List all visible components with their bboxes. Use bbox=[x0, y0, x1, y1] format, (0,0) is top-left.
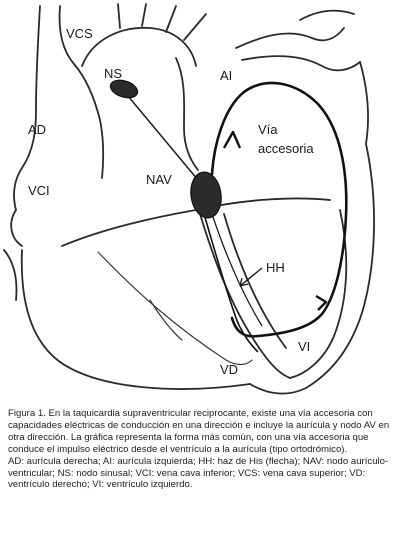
vci-lower-wall bbox=[3, 249, 18, 301]
vcs-right-wall bbox=[58, 5, 101, 121]
right-atrium-wall bbox=[99, 119, 105, 179]
av-node bbox=[190, 171, 222, 219]
heart-diagram-svg: VCS NS AI AD Vía accesoria NAV VCI HH VI… bbox=[3, 3, 375, 395]
accessory-pathway-loop bbox=[210, 81, 348, 338]
figure-caption: Figura 1. En la taquicardia supraventric… bbox=[8, 408, 394, 491]
label-vcs: VCS bbox=[66, 26, 93, 41]
heart-outline bbox=[3, 3, 375, 395]
label-via-line1: Vía bbox=[258, 122, 278, 137]
label-vd: VD bbox=[220, 362, 238, 377]
hh-arrow-head bbox=[239, 277, 249, 287]
rv-outer-wall bbox=[20, 249, 251, 390]
accessory-arrow-right bbox=[315, 294, 328, 311]
heart-diagram: VCS NS AI AD Vía accesoria NAV VCI HH VI… bbox=[3, 3, 375, 395]
septum-right-edge bbox=[223, 213, 287, 349]
label-via-line2: accesoria bbox=[258, 141, 314, 156]
pulmonary-vessel-lower bbox=[241, 55, 361, 72]
hh-arrow-shaft bbox=[239, 267, 263, 287]
label-ai: AI bbox=[220, 68, 232, 83]
vcs-left-wall bbox=[13, 5, 41, 211]
caption-text: Figura 1. En la taquicardia supraventric… bbox=[8, 408, 390, 455]
left-atrium-right-wall bbox=[359, 61, 369, 145]
lv-outer-wall bbox=[249, 143, 375, 395]
aortic-arch bbox=[81, 26, 197, 67]
internodal-tract bbox=[127, 95, 199, 181]
rv-inner-line bbox=[97, 251, 253, 366]
conduction-system bbox=[109, 79, 348, 353]
rv-papillary-muscle bbox=[149, 299, 183, 341]
pulmonary-vessel-upper bbox=[235, 27, 345, 49]
label-nav: NAV bbox=[146, 172, 172, 187]
aorta-branch-2 bbox=[141, 3, 147, 27]
lv-inner-wall bbox=[289, 209, 348, 379]
aorta-branch-4 bbox=[183, 13, 207, 41]
label-vi: VI bbox=[298, 339, 310, 354]
label-ad: AD bbox=[28, 122, 46, 137]
aorta-branch-3 bbox=[165, 5, 177, 33]
label-hh: HH bbox=[266, 260, 285, 275]
his-bundle bbox=[203, 213, 259, 353]
interatrial-septum bbox=[175, 57, 199, 171]
accessory-arrow-up bbox=[222, 130, 242, 149]
label-ns: NS bbox=[104, 66, 122, 81]
caption-abbreviations: AD: aurícula derecha; AI: aurícula izqui… bbox=[8, 455, 389, 491]
diagram-labels: VCS NS AI AD Vía accesoria NAV VCI HH VI… bbox=[28, 26, 314, 377]
label-vci: VCI bbox=[28, 183, 50, 198]
right-top-vessel bbox=[299, 9, 355, 21]
his-bundle-branch bbox=[211, 213, 263, 327]
sinus-node bbox=[109, 79, 139, 99]
aorta-branch-1 bbox=[117, 3, 121, 29]
vci-upper-wall bbox=[10, 209, 23, 247]
